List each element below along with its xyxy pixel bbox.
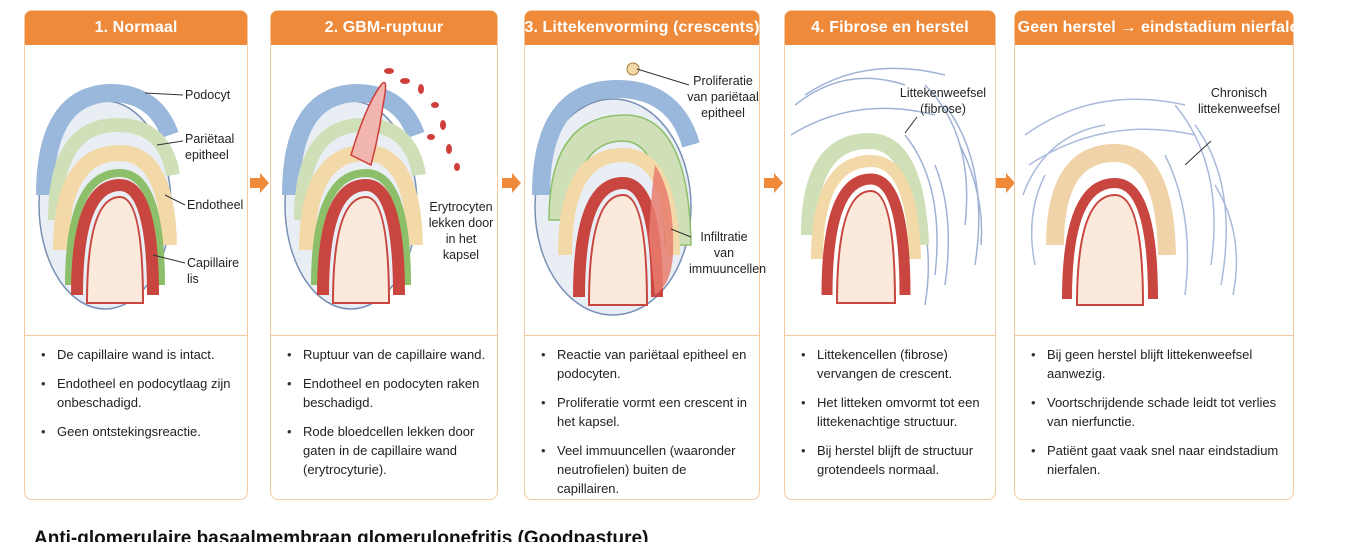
bullet-item: Het litteken omvormt tot een littekenach… (799, 393, 987, 431)
endothelium-layer (811, 154, 921, 260)
bullet-item: Rode bloedcellen lekken door gaten in de… (285, 422, 489, 479)
glomerulus-end-stage-illustration (1022, 98, 1238, 306)
bullet-item: Endotheel en podocyten raken beschadigd. (285, 374, 489, 412)
stage-panel-2: 2. GBM-ruptuur Erytrocyten lekken door i… (270, 10, 498, 500)
stage-arrow-icon (502, 173, 521, 193)
rupture-leak (350, 81, 387, 167)
crescent-proliferation (548, 114, 692, 246)
capillary-lumen (1075, 193, 1145, 306)
bullet-item: Geen ontstekingsreactie. (39, 422, 239, 441)
leaking-erythrocytes (384, 68, 460, 171)
parietal-layer (532, 79, 700, 196)
stage-illustration: Proliferatie van pariëtaal epitheel Infi… (525, 45, 767, 335)
stage-bullets: De capillaire wand is intact. Endotheel … (39, 345, 239, 451)
panel-divider (271, 335, 497, 336)
podocyte-layer (48, 117, 180, 221)
stage-arrow-icon (250, 173, 269, 193)
label-chronisch-littekenweefsel: Chronisch littekenweefsel (1198, 86, 1280, 116)
bullet-item: Endotheel en podocytlaag zijn onbeschadi… (39, 374, 239, 412)
pointer-line (1184, 140, 1212, 166)
bullet-item: Bij geen herstel blijft littekenweefsel … (1029, 345, 1285, 383)
label-podocyt: Podocyt (185, 88, 231, 102)
stage-panel-1: 1. Normaal Podocyt Pariëtaal epitheel En… (24, 10, 248, 500)
chronic-fibrosis-strands (1022, 98, 1238, 296)
pointer-line (156, 140, 184, 146)
capillary-lumen (85, 195, 145, 304)
stage-header: 5. Geen herstel → eindstadium nierfalen (1000, 11, 1308, 45)
proliferating-cell (626, 62, 640, 76)
page-title: Anti-glomerulaire basaalmembraan glomeru… (34, 528, 649, 542)
stage-illustration: Erytrocyten lekken door in het kapsel (271, 45, 497, 335)
podocyte-layer (801, 132, 929, 246)
bullet-item: Voortschrijdende schade leidt tot verlie… (1029, 393, 1285, 431)
capillary-loop (1062, 177, 1158, 300)
panel-divider (525, 335, 759, 336)
stage-bullets: Reactie van pariëtaal epitheel en podocy… (539, 345, 751, 508)
glomerulus-normal-illustration (36, 83, 186, 310)
endothelium-layer (53, 144, 177, 251)
stage-bullets: Ruptuur van de capillaire wand. Endothee… (285, 345, 489, 489)
capillary-lumen (835, 189, 897, 304)
label-infiltratie: Infiltratie van immuuncellen (689, 230, 767, 276)
immune-infiltrate (649, 165, 674, 295)
label-parietaal-epitheel: Pariëtaal epitheel (185, 132, 235, 162)
stage-panel-3: 3. Littekenvorming (crescents) Prolifera… (524, 10, 767, 500)
label-littekenweefsel: Littekenweefsel (fibrose) (899, 86, 987, 116)
capillary-loop (71, 178, 159, 296)
stage-header: 1. Normaal (25, 11, 247, 45)
glomerulus-fibrosis-illustration (790, 67, 983, 306)
pointer-line (164, 194, 186, 206)
gbm-layer (311, 168, 411, 286)
bullet-item: Proliferatie vormt een crescent in het k… (539, 393, 751, 431)
capillary-loop (317, 178, 405, 296)
panel-divider (25, 335, 247, 336)
pointer-line (904, 116, 918, 134)
pointer-line (152, 254, 186, 264)
stage-arrow-icon (996, 173, 1015, 193)
capillary-lumen (331, 195, 391, 304)
panel-divider (785, 335, 995, 336)
gbm-layer (65, 168, 165, 286)
panel-divider (1015, 335, 1293, 336)
parietal-layer (36, 83, 179, 196)
stage-header: 4. Fibrose en herstel (785, 11, 995, 45)
bullet-item: Littekencellen (fibrose) vervangen de cr… (799, 345, 987, 383)
capillary-lumen (587, 193, 649, 306)
pointer-line (670, 228, 692, 238)
parietal-layer (282, 83, 425, 196)
scar-ring (1046, 143, 1176, 256)
stage-illustration: Chronisch littekenweefsel (1015, 45, 1293, 335)
stage-header: 3. Littekenvorming (crescents) (524, 11, 759, 45)
stage-illustration: Podocyt Pariëtaal epitheel Endotheel Cap… (25, 45, 247, 335)
bullet-item: Veel immuuncellen (waaronder neutrofiele… (539, 441, 751, 498)
pointer-line (636, 68, 690, 86)
label-erytrocyten: Erytrocyten lekken door in het kapsel (428, 200, 494, 262)
stage-panel-4: 4. Fibrose en herstel Littekenweefsel (f… (784, 10, 996, 500)
bullet-item: Ruptuur van de capillaire wand. (285, 345, 489, 364)
capillary-loop (821, 173, 911, 296)
glomerulus-crescent-illustration (532, 62, 700, 316)
stage-bullets: Littekencellen (fibrose) vervangen de cr… (799, 345, 987, 489)
label-proliferatie: Proliferatie van pariëtaal epitheel (687, 74, 759, 120)
stage-panel-5: 5. Geen herstel → eindstadium nierfalen … (1000, 10, 1308, 500)
bullet-item: Patiënt gaat vaak snel naar eindstadium … (1029, 441, 1285, 479)
bullet-item: Reactie van pariëtaal epitheel en podocy… (539, 345, 751, 383)
bullet-item: De capillaire wand is intact. (39, 345, 239, 364)
stage-illustration: Littekenweefsel (fibrose) (785, 45, 995, 335)
stage-arrow-icon (764, 173, 783, 193)
bullet-item: Bij herstel blijft de structuur grotende… (799, 441, 987, 479)
pointer-line (144, 92, 184, 96)
label-capillaire-lis: Capillaire lis (187, 256, 240, 286)
label-endotheel: Endotheel (187, 198, 244, 212)
glomerulus-rupture-illustration (282, 68, 460, 310)
stage-bullets: Bij geen herstel blijft littekenweefsel … (1029, 345, 1285, 489)
stage-header: 2. GBM-ruptuur (271, 11, 497, 45)
